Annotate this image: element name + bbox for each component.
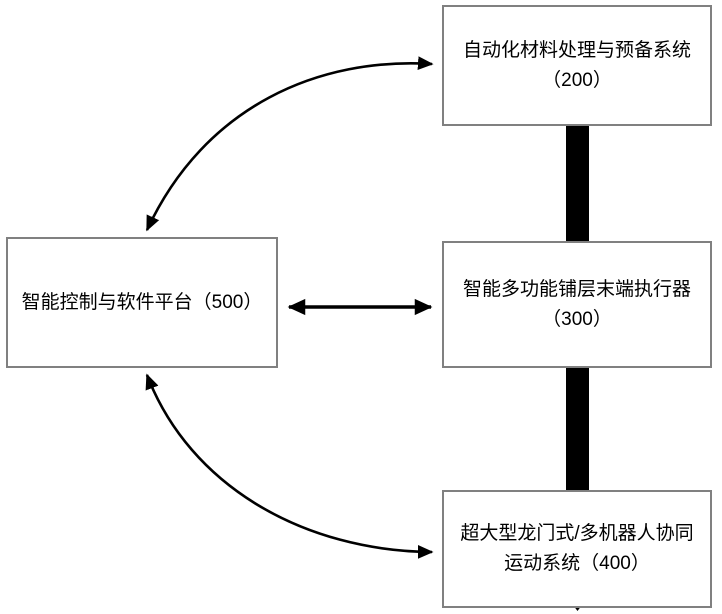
node-label-500: 智能控制与软件平台（500）: [21, 291, 263, 313]
arrow-500-to-200: [145, 56, 434, 232]
node-box-200[interactable]: 自动化材料处理与预备系统 （200）: [442, 5, 712, 126]
node-label-400: 超大型龙门式/多机器人协同 运动系统（400）: [460, 523, 694, 574]
node-box-400[interactable]: 超大型龙门式/多机器人协同 运动系统（400）: [442, 490, 712, 608]
node-label-300: 智能多功能铺层末端执行器 （300）: [462, 278, 691, 330]
node-box-500[interactable]: 智能控制与软件平台（500）: [6, 237, 278, 368]
arrow-500-to-400: [145, 373, 434, 559]
node-label-200: 自动化材料处理与预备系统 （200）: [462, 39, 691, 91]
arrow-300-to-400: [549, 368, 606, 611]
node-box-300[interactable]: 智能多功能铺层末端执行器 （300）: [442, 241, 712, 368]
